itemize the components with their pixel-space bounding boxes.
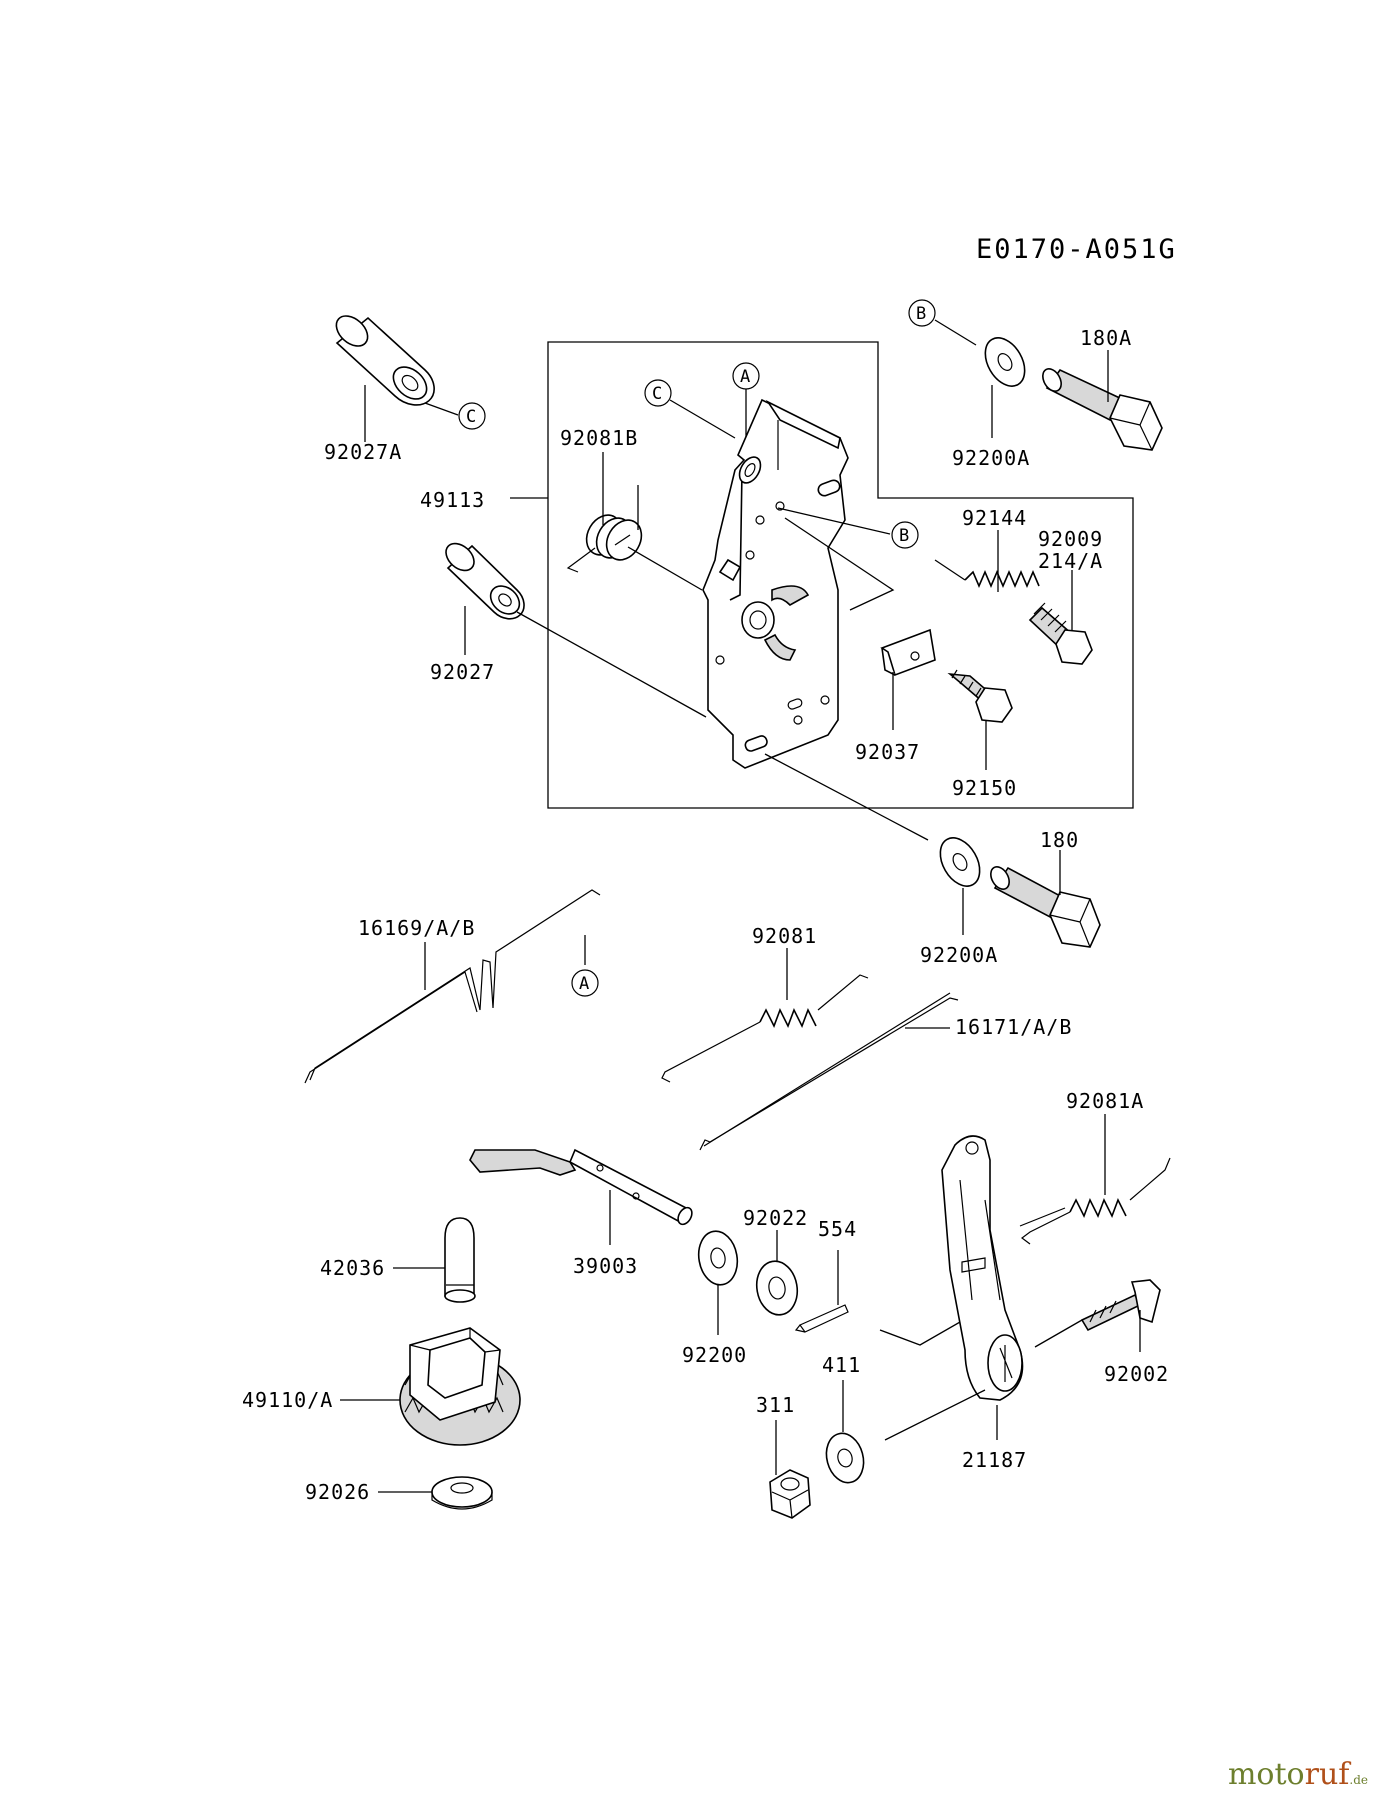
callout-c-top bbox=[644, 379, 672, 407]
callout-c-left bbox=[458, 402, 486, 430]
leader-c-top bbox=[669, 399, 736, 439]
callout-b-plate-text: B bbox=[899, 526, 909, 546]
label-554: 554 bbox=[818, 1217, 857, 1241]
watermark-part3: .de bbox=[1349, 1773, 1368, 1787]
label-49113: 49113 bbox=[420, 488, 485, 512]
label-39003: 39003 bbox=[573, 1254, 638, 1278]
callout-b-top-text: B bbox=[916, 304, 926, 324]
label-92037: 92037 bbox=[855, 740, 920, 764]
label-16169: 16169/A/B bbox=[358, 916, 475, 940]
label-411: 411 bbox=[822, 1353, 861, 1377]
label-92081b: 92081B bbox=[560, 426, 638, 450]
rod-16171 bbox=[699, 992, 959, 1151]
callout-c-left-text: C bbox=[466, 407, 476, 427]
label-92026: 92026 bbox=[305, 1480, 370, 1504]
nut-311 bbox=[769, 1469, 811, 1519]
callout-a-top-text: A bbox=[740, 367, 750, 387]
clip-92037 bbox=[880, 628, 936, 677]
watermark-part1: moto bbox=[1227, 1757, 1305, 1792]
spring-92081 bbox=[661, 974, 869, 1083]
leader-92027-plate bbox=[516, 611, 707, 718]
washer-92022 bbox=[755, 1260, 799, 1316]
assembly-box bbox=[547, 341, 1134, 809]
callout-a-rod-text: A bbox=[579, 974, 589, 994]
leader-b-top bbox=[934, 319, 977, 346]
washer-92200a-top bbox=[984, 337, 1026, 387]
watermark-logo: motoruf.de bbox=[1228, 1757, 1368, 1792]
label-311: 311 bbox=[756, 1393, 795, 1417]
label-92022: 92022 bbox=[743, 1206, 808, 1230]
callout-b-plate bbox=[891, 521, 919, 549]
spring-92081b bbox=[566, 514, 643, 573]
label-92144: 92144 bbox=[962, 506, 1027, 530]
gear-49110 bbox=[399, 1327, 521, 1446]
bolt-180 bbox=[990, 866, 1101, 948]
label-49110: 49110/A bbox=[242, 1388, 333, 1412]
bolt-180a bbox=[1042, 368, 1163, 451]
pin-554 bbox=[794, 1304, 849, 1333]
washer-411 bbox=[825, 1432, 865, 1484]
label-180a: 180A bbox=[1080, 326, 1132, 350]
callout-c-top-text: C bbox=[652, 384, 662, 404]
callout-b-top bbox=[908, 299, 936, 327]
label-92027a: 92027A bbox=[324, 440, 402, 464]
label-42036: 42036 bbox=[320, 1256, 385, 1280]
label-21187: 21187 bbox=[962, 1448, 1027, 1472]
callout-a-rod bbox=[571, 969, 599, 997]
spacer-92027a bbox=[335, 315, 435, 406]
washer-92200 bbox=[697, 1230, 739, 1286]
diagram-code: E0170-A051G bbox=[976, 234, 1177, 265]
leader-92037-bracket bbox=[784, 517, 895, 611]
spring-92144 bbox=[934, 559, 1040, 589]
label-92081a: 92081A bbox=[1066, 1089, 1144, 1113]
leader-c-left bbox=[424, 402, 459, 416]
bolt-92150 bbox=[947, 669, 1013, 723]
label-92200a-top: 92200A bbox=[952, 446, 1030, 470]
label-92027: 92027 bbox=[430, 660, 495, 684]
label-92200a-mid: 92200A bbox=[920, 943, 998, 967]
leader-21187-bolt bbox=[1034, 1319, 1083, 1348]
control-plate-49113 bbox=[702, 398, 849, 769]
bolt-92009 bbox=[1028, 602, 1093, 665]
label-92009: 92009 bbox=[1038, 527, 1103, 551]
cap-42036 bbox=[444, 1217, 476, 1303]
leader-92081b-plate bbox=[627, 546, 703, 591]
leader-92200a-mid-plate bbox=[764, 753, 929, 841]
lever-21187 bbox=[941, 1135, 1024, 1401]
leader-b-plate bbox=[777, 507, 891, 535]
label-92200: 92200 bbox=[682, 1343, 747, 1367]
rod-16169 bbox=[304, 889, 601, 1084]
leader-21187-nut bbox=[884, 1389, 986, 1441]
label-92150: 92150 bbox=[952, 776, 1017, 800]
label-214a: 214/A bbox=[1038, 549, 1103, 573]
label-180: 180 bbox=[1040, 828, 1079, 852]
washer-92026 bbox=[431, 1476, 493, 1510]
label-92002: 92002 bbox=[1104, 1362, 1169, 1386]
bolt-92002 bbox=[1080, 1279, 1161, 1332]
label-16171: 16171/A/B bbox=[955, 1015, 1072, 1039]
washer-92200a-mid bbox=[939, 837, 981, 887]
spacer-92027 bbox=[445, 542, 525, 620]
label-92081: 92081 bbox=[752, 924, 817, 948]
shaft-39003 bbox=[469, 1148, 693, 1226]
watermark-part2: ruf bbox=[1304, 1757, 1350, 1792]
spring-92081a bbox=[1019, 1157, 1171, 1245]
